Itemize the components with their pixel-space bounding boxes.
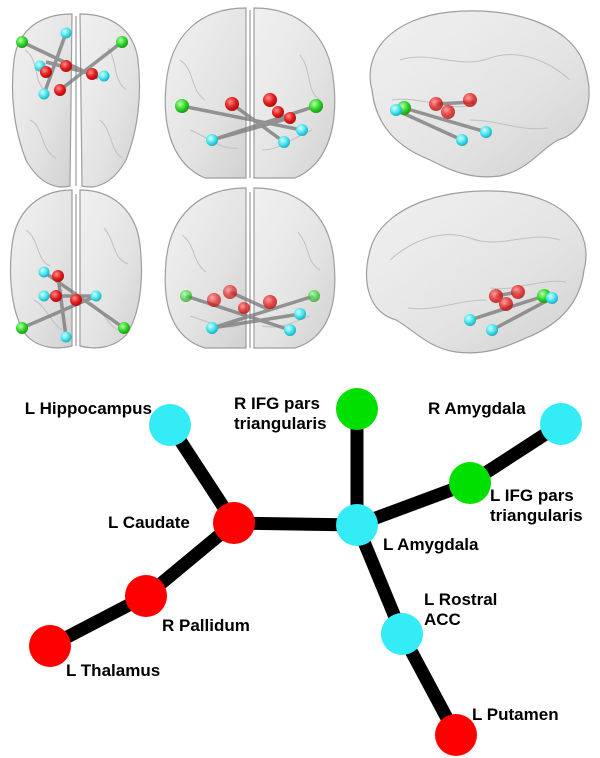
node-r-pallidum [125,575,167,617]
network-nodes [29,388,582,756]
label-line: L Caudate [108,513,190,532]
brain-sagittal-left-view [366,190,587,354]
label-l-caudate: L Caudate [108,513,190,532]
label-line: L IFG pars [490,486,574,505]
label-line: L Putamen [472,705,559,724]
label-l-hippocampus: L Hippocampus [25,399,152,418]
node-l-rostral-acc [381,613,423,655]
label-line: R Pallidum [162,616,250,635]
label-line: R Amygdala [428,399,526,418]
node-l-amygdala [336,504,378,546]
label-line: ACC [424,610,461,629]
label-l-amygdala: L Amygdala [383,535,479,554]
node-l-thalamus [29,625,71,667]
label-line: L Rostral [424,590,497,609]
node-r-ifg [336,388,378,430]
network-edges [46,409,565,739]
brain-coronal-back-view [164,187,336,349]
node-l-putamen [435,714,477,756]
brain-axial-bottom-view [9,189,143,349]
brain-axial-top-view [11,13,141,188]
node-l-caudate [213,502,255,544]
label-line: L Thalamus [66,661,160,680]
label-line: L Amygdala [383,535,479,554]
label-line: R IFG pars [234,394,320,413]
brain-sagittal-right-view [369,10,590,178]
node-l-hippocampus [149,404,191,446]
node-r-amygdala [540,403,582,445]
label-r-amygdala: R Amygdala [428,399,526,418]
label-r-pallidum: R Pallidum [162,616,250,635]
brain-coronal-front-view [164,7,336,179]
node-l-ifg [449,462,491,504]
label-line: L Hippocampus [25,399,152,418]
label-line: triangularis [490,506,583,525]
label-line: triangularis [234,414,327,433]
label-l-thalamus: L Thalamus [66,661,160,680]
label-l-putamen: L Putamen [472,705,559,724]
